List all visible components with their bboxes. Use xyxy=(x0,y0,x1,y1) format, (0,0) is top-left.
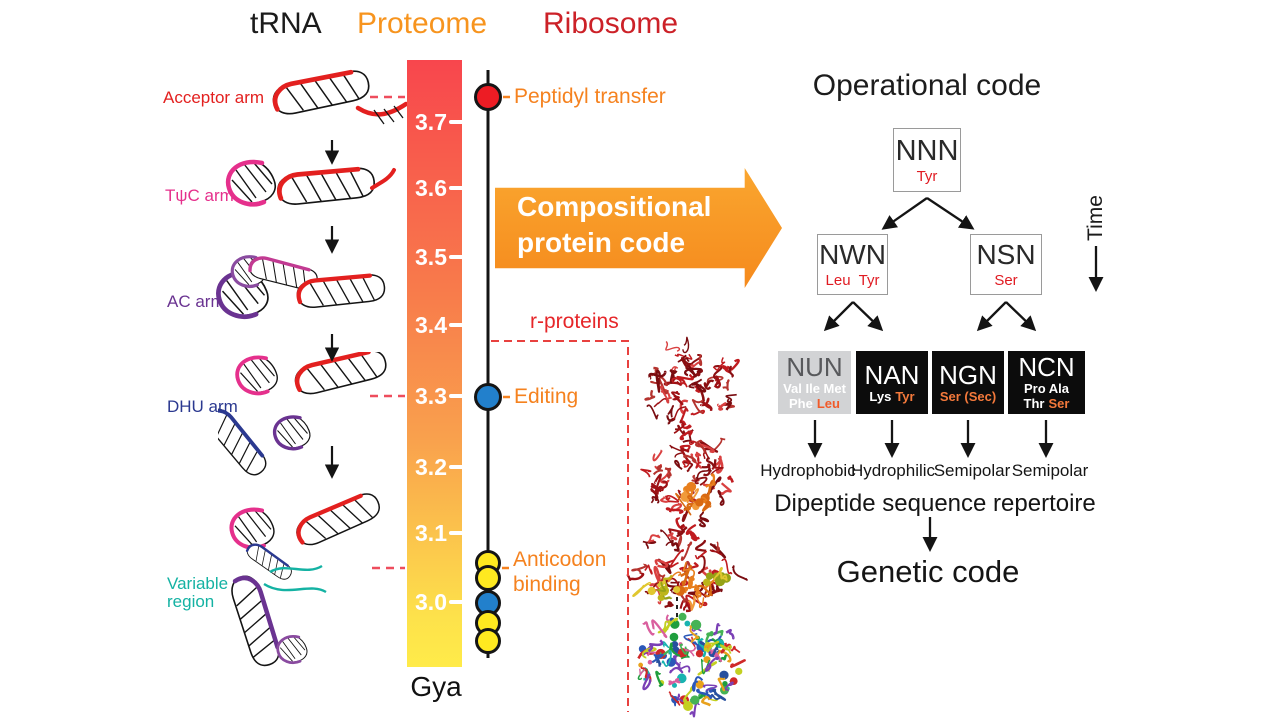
codon-NCN-code: NCN xyxy=(1018,352,1075,382)
label-variable-line2: region xyxy=(167,591,215,611)
header-label-ribosome: Ribosome xyxy=(543,7,679,40)
property-label-hydrophilic: Hydrophilic xyxy=(850,461,936,480)
scale-tick-3-5: 3.5 xyxy=(415,244,447,270)
variable-region-strands xyxy=(263,564,327,594)
property-label-semipolar-2: Semipolar xyxy=(1011,461,1089,480)
event-dot-anticodon-yellow xyxy=(475,565,501,591)
codon-NUN-aa1: Val Ile Met xyxy=(783,381,846,396)
header-label-proteome: Proteome xyxy=(357,7,488,40)
scale-tick-3-7: 3.7 xyxy=(415,109,447,135)
aa-main: Thr xyxy=(1023,396,1045,411)
ribosome-structure-4 xyxy=(637,612,746,718)
scale-tickmark xyxy=(449,120,465,124)
arrow-text-line1: Compositional xyxy=(517,191,712,222)
node-NSN-aa: Ser xyxy=(994,272,1018,289)
scale-tickmark xyxy=(449,600,465,604)
aa-main: Lys xyxy=(869,388,892,404)
scale-tick-3-3: 3.3 xyxy=(415,383,447,409)
aa-accent: Tyr xyxy=(895,388,915,404)
label-variable-line1: Variable xyxy=(167,574,229,593)
trna-figure-acceptor xyxy=(258,60,409,125)
label-anticodon-line1: Anticodon xyxy=(513,548,607,571)
label-anticodon-line2: binding xyxy=(513,573,581,596)
scale-tickmark xyxy=(449,465,465,469)
ribosome-structure-3 xyxy=(626,523,748,613)
event-dot-yellow xyxy=(475,628,501,654)
node-NNN-code: NNN xyxy=(895,134,959,167)
label-editing: Editing xyxy=(514,385,579,408)
codon-NGN-code: NGN xyxy=(939,359,997,390)
scale-tick-3-0: 3.0 xyxy=(415,589,447,615)
header-label-trna: tRNA xyxy=(250,7,322,40)
property-label-hydrophobic: Hydrophobic xyxy=(760,461,856,480)
trna-figure-tpc xyxy=(220,148,396,234)
node-NWN-aa: Leu Tyr xyxy=(825,272,880,289)
aa-accent: Ser xyxy=(1048,396,1070,411)
label-ac-arm: AC arm xyxy=(167,292,225,311)
codon-NUN-code: NUN xyxy=(786,352,843,382)
dipeptide-repertoire-label: Dipeptide sequence repertoire xyxy=(774,490,1096,517)
scale-tickmark xyxy=(449,323,465,327)
aa-accent: Ser (Sec) xyxy=(939,388,997,404)
event-dot-editing-blue xyxy=(474,383,502,411)
node-NWN-code: NWN xyxy=(819,239,886,270)
property-label-semipolar-1: Semipolar xyxy=(933,461,1011,480)
aa-main: Phe xyxy=(789,396,813,411)
label-anticodon-binding: Anticodon binding xyxy=(513,547,606,597)
gya-scale-bar xyxy=(407,60,462,667)
codon-NAN-code: NAN xyxy=(864,359,920,390)
label-peptidyl-transfer: Peptidyl transfer xyxy=(514,85,666,108)
aa-main: Pro Ala xyxy=(1023,381,1070,396)
node-NNN: NNN Tyr xyxy=(893,128,961,192)
operational-code-title: Operational code xyxy=(812,69,1042,102)
time-axis-label: Time xyxy=(1083,195,1107,241)
scale-unit-label: Gya xyxy=(410,671,462,702)
genetic-code-label: Genetic code xyxy=(836,554,1020,589)
label-tpc-arm: TψC arm xyxy=(165,186,234,205)
codon-NCN-aa1: Pro Ala xyxy=(1024,381,1069,396)
node-NSN-code: NSN xyxy=(976,239,1036,270)
event-dot-peptidyl-red xyxy=(474,83,502,111)
label-acceptor-arm: Acceptor arm xyxy=(163,88,265,107)
scale-tick-3-1: 3.1 xyxy=(415,520,447,546)
node-NSN: NSN Ser xyxy=(970,234,1042,295)
node-NNN-aa: Tyr xyxy=(916,167,938,185)
r-proteins-bracket xyxy=(491,340,629,712)
scale-tickmark xyxy=(449,394,465,398)
scale-tickmark xyxy=(449,255,465,259)
scale-tick-3-6: 3.6 xyxy=(415,175,447,201)
scale-tickmark xyxy=(449,531,465,535)
scale-tickmark xyxy=(449,186,465,190)
label-r-proteins: r-proteins xyxy=(530,310,619,333)
stage-scale-connectors xyxy=(370,95,405,570)
event-label-dashes xyxy=(502,95,510,570)
aa-main: Val Ile Met xyxy=(783,381,846,396)
label-variable-region: Variable region xyxy=(167,575,228,611)
compositional-protein-code-arrow: Compositional protein code xyxy=(495,168,782,288)
scale-tick-3-4: 3.4 xyxy=(415,312,447,338)
ribosome-structure-2 xyxy=(640,430,734,529)
aa-accent: Leu xyxy=(816,396,840,411)
tree-arrows xyxy=(807,197,1104,552)
scale-tick-3-2: 3.2 xyxy=(415,454,447,480)
codon-NGN-aa1: Ser (Sec) xyxy=(940,389,996,404)
ribosome-structure-1 xyxy=(644,336,740,444)
node-NWN: NWN Leu Tyr xyxy=(817,234,888,295)
codon-box-NGN: NGN Ser (Sec) xyxy=(932,351,1004,414)
trna-figure-full xyxy=(222,476,404,672)
arrow-text-line2: protein code xyxy=(517,227,686,258)
